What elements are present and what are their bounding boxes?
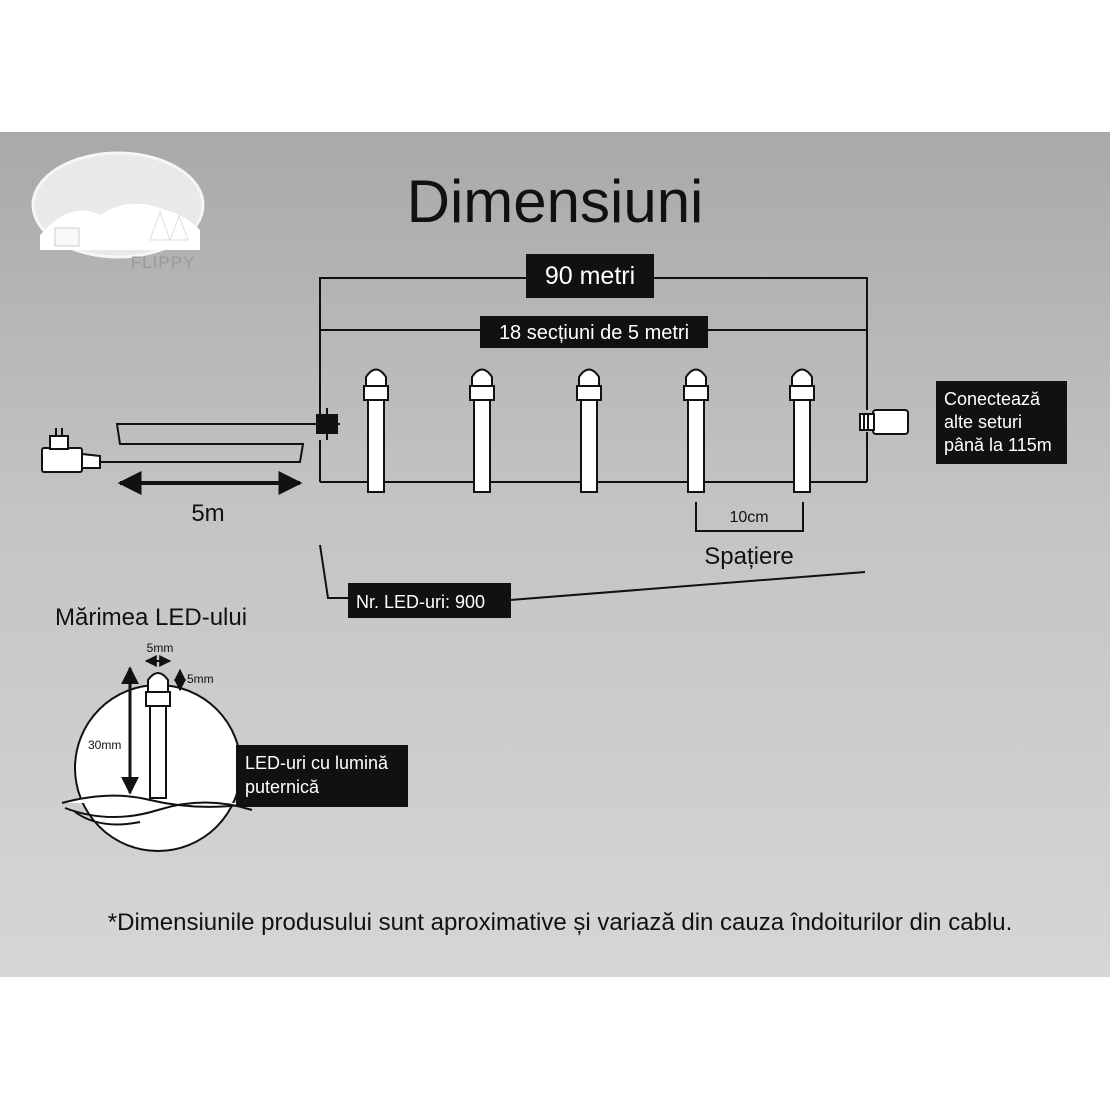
end-connector-icon: [859, 409, 909, 435]
led-marker: [683, 368, 709, 493]
led-markers: [363, 368, 815, 493]
svg-text:alte seturi: alte seturi: [944, 412, 1022, 432]
brand-line1: FLIPPY: [131, 253, 196, 272]
brand-line2: christmas: [97, 274, 239, 307]
sections-badge: 18 secțiuni de 5 metri: [480, 316, 708, 348]
led-count-badge: Nr. LED-uri: 900: [348, 583, 511, 618]
svg-text:LED-uri cu lumină: LED-uri cu lumină: [245, 753, 389, 773]
svg-text:Conectează: Conectează: [944, 389, 1041, 409]
svg-text:90 metri: 90 metri: [545, 262, 635, 290]
led-count-bracket: [319, 544, 866, 601]
led-marker: [469, 368, 495, 493]
spacing-label: Spațiere: [704, 543, 793, 570]
led-marker: [789, 368, 815, 493]
bright-led-badge: LED-uri cu lumină puternică: [236, 745, 408, 807]
svg-text:până la 115m: până la 115m: [944, 435, 1052, 455]
led-marker: [363, 368, 389, 493]
svg-text:18 secțiuni de 5 metri: 18 secțiuni de 5 metri: [499, 322, 689, 344]
led-cap-label: 5mm: [187, 672, 214, 686]
led-size-heading: Mărimea LED-ului: [55, 604, 247, 631]
led-size-detail: [61, 672, 256, 852]
disclaimer: *Dimensiunile produsului sunt aproximati…: [108, 909, 1012, 936]
led-width-label: 5mm: [147, 641, 174, 655]
svg-text:Nr. LED-uri: 900: Nr. LED-uri: 900: [356, 592, 485, 612]
led-marker: [576, 368, 602, 493]
total-length-badge: 90 metri: [526, 254, 654, 298]
svg-text:puternică: puternică: [245, 777, 320, 797]
connect-badge: Conectează alte seturi până la 115m: [936, 381, 1067, 464]
page-title: Dimensiuni: [407, 168, 704, 235]
led-height-label: 30mm: [88, 738, 121, 752]
spacing-value: 10cm: [729, 509, 768, 526]
brand-logo: FLIPPY christmas: [31, 151, 239, 307]
power-plug-icon: [41, 428, 101, 473]
spacing-bracket: [695, 502, 804, 532]
lead-cable: [100, 423, 340, 463]
in-line-connector-icon: [316, 408, 338, 440]
lead-length-label: 5m: [191, 500, 224, 527]
